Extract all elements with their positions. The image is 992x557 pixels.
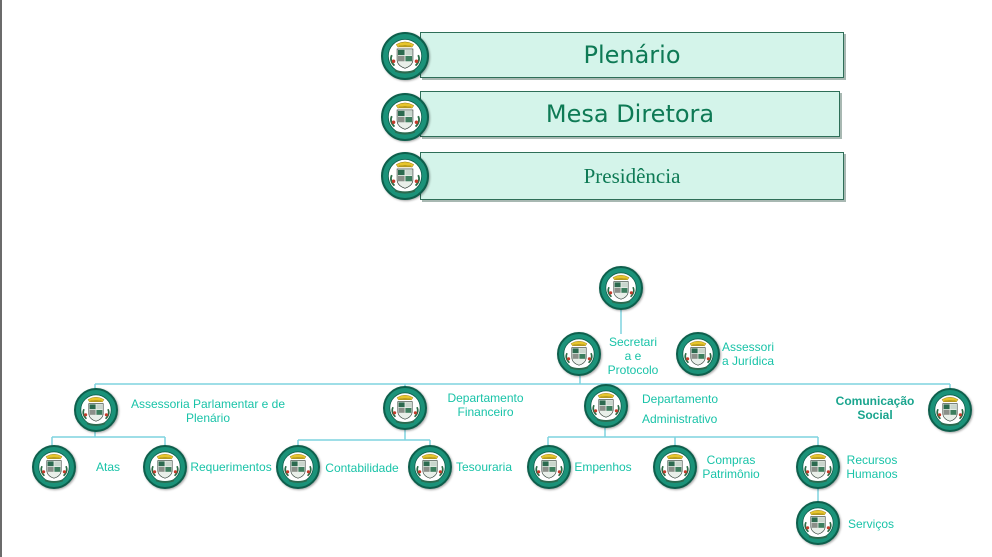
- seal-icon: [143, 445, 187, 489]
- node-label: Departamento: [642, 392, 719, 406]
- banner-mesa-diretora[interactable]: Mesa Diretora: [420, 91, 840, 137]
- node-recursos-humanos[interactable]: Recursos Humanos: [840, 453, 904, 481]
- banner-presidencia-label: Presidência: [583, 163, 681, 188]
- node-label: Empenhos: [574, 460, 632, 474]
- node-tesouraria[interactable]: Tesouraria: [451, 460, 517, 474]
- seal-icon: [383, 386, 427, 430]
- node-label: Compras Patrimônio: [702, 453, 760, 481]
- node-label: Recursos Humanos: [846, 453, 898, 481]
- node-empenhos[interactable]: Empenhos: [570, 460, 636, 474]
- node-label: Departamento Financeiro: [447, 391, 524, 419]
- banner-presidencia[interactable]: Presidência: [420, 152, 844, 200]
- node-secretaria-protocolo[interactable]: Secretari a e Protocolo: [604, 335, 662, 377]
- node-label: Contabilidade: [325, 461, 399, 475]
- node-contabilidade[interactable]: Contabilidade: [320, 461, 404, 475]
- node-assessoria-parlamentar[interactable]: Assessoria Parlamentar e de Plenário: [122, 397, 294, 425]
- seal-icon: [557, 332, 601, 376]
- node-label: Serviços: [847, 517, 894, 531]
- seal-icon: [796, 501, 840, 545]
- node-label: Comunicação Social: [835, 394, 915, 422]
- seal-icon: [653, 445, 697, 489]
- seal-icon: [599, 266, 643, 310]
- seal-icon: [796, 445, 840, 489]
- banner-mesa-diretora-label: Mesa Diretora: [545, 100, 715, 128]
- node-requerimentos[interactable]: Requerimentos: [186, 460, 276, 474]
- seal-icon: [32, 445, 76, 489]
- seal-icon: [276, 445, 320, 489]
- node-label: Tesouraria: [455, 460, 513, 474]
- node-compras-patrimonio[interactable]: Compras Patrimônio: [698, 453, 764, 481]
- seal-icon: [584, 384, 628, 428]
- node-label: Administrativo: [642, 412, 718, 426]
- seal-icon: [527, 445, 571, 489]
- node-atas[interactable]: Atas: [90, 460, 126, 474]
- node-departamento-administrativo[interactable]: Departamento Administrativo: [642, 392, 742, 432]
- seal-icon: [381, 93, 429, 141]
- node-label: Assessoria Parlamentar e de Plenário: [130, 397, 286, 425]
- banner-plenario-label: Plenário: [583, 41, 681, 69]
- seal-icon: [676, 332, 720, 376]
- node-departamento-financeiro[interactable]: Departamento Financeiro: [438, 391, 533, 419]
- seal-icon: [381, 152, 429, 200]
- window-left-border: [0, 0, 2, 557]
- node-label: Secretari a e Protocolo: [607, 335, 659, 377]
- node-servicos[interactable]: Serviços: [842, 517, 900, 531]
- seal-icon: [381, 32, 429, 80]
- node-label: Requerimentos: [190, 460, 272, 474]
- node-label: Assessori a Jurídica: [722, 340, 775, 368]
- seal-icon: [928, 388, 972, 432]
- seal-icon: [408, 445, 452, 489]
- node-label: Atas: [95, 460, 120, 474]
- node-assessoria-juridica[interactable]: Assessori a Jurídica: [722, 340, 782, 368]
- banner-plenario[interactable]: Plenário: [420, 32, 844, 78]
- seal-icon: [74, 388, 118, 432]
- node-comunicacao-social[interactable]: Comunicação Social: [832, 394, 918, 422]
